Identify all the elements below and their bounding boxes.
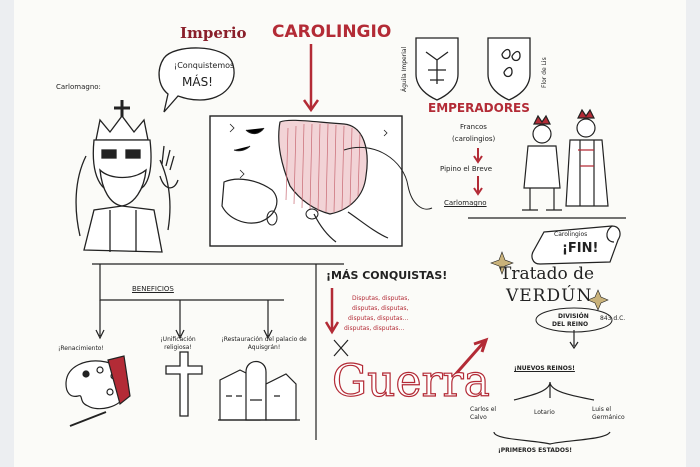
carlomagno-label: Carlomagno: xyxy=(56,83,101,91)
palette-drawing xyxy=(65,355,131,427)
reino-lotario: Lotario xyxy=(534,409,555,416)
emperadores-heading: EMPERADORES xyxy=(428,101,530,115)
speech-bubble xyxy=(158,47,235,113)
coat-label-eagle: Águila Imperial xyxy=(401,46,408,92)
fin-scroll-big: ¡FIN! xyxy=(562,241,599,256)
division-line-1: DIVISIÓN xyxy=(558,313,589,320)
emp-francos: Francos xyxy=(460,123,487,131)
speech-line-2: MÁS! xyxy=(182,75,213,89)
europe-map-drawing xyxy=(209,115,433,247)
tratado-line-1: Tratado de xyxy=(500,264,595,284)
emp-carolingios: (carolingios) xyxy=(452,135,496,143)
emperors-drawing xyxy=(522,108,609,211)
mas-conquistas: ¡MÁS CONQUISTAS! xyxy=(326,269,448,282)
beneficio-renacimiento: ¡Renacimiento! xyxy=(58,345,104,352)
palace-drawing xyxy=(218,360,300,421)
carlomagno-drawing xyxy=(75,100,179,253)
disputas-2: disputas, disputas, xyxy=(352,305,409,312)
beneficios-heading: BENEFICIOS xyxy=(132,285,174,293)
fin-scroll-small: Carolingios xyxy=(554,231,588,238)
disputas-1: Disputas, disputas, xyxy=(352,295,410,302)
speech-line-1: ¡Conquistemos xyxy=(174,61,235,70)
reino-luis: Luis el Germánico xyxy=(592,406,625,422)
coat-fleur-drawing xyxy=(487,37,531,101)
emp-pipino: Pipino el Breve xyxy=(440,165,493,173)
fin-scroll-drawing xyxy=(531,225,621,265)
sketchnote-sheet: Imperio CAROLINGIO Carlomagno: ¡Conquist… xyxy=(14,0,686,467)
reino-carlos: Carlos el Calvo xyxy=(470,406,497,422)
sketch-drawings xyxy=(65,37,626,445)
nuevos-reinos: ¡NUEVOS REINOS! xyxy=(514,365,575,372)
coat-label-fleur: Flor de Lis xyxy=(541,57,548,88)
coat-eagle-drawing xyxy=(415,37,459,101)
beneficio-palacio: ¡Restauración del palacio de Aquisgrán! xyxy=(221,336,307,351)
tratado-line-2: VERDÚN xyxy=(506,286,593,306)
title-imperio: Imperio xyxy=(180,24,247,42)
disputas-4: disputas, disputas... xyxy=(344,325,405,332)
disputas-3: disputas, disputas... xyxy=(348,315,409,322)
beneficio-unificacion: ¡Unificación religiosa! xyxy=(160,336,196,351)
tratado-year: 843 d.C. xyxy=(600,315,626,322)
title-carolingio: CAROLINGIO xyxy=(272,22,392,42)
division-line-2: DEL REINO xyxy=(552,321,589,328)
guerra-word: Guerra xyxy=(331,356,490,407)
cross-drawing xyxy=(165,351,203,417)
beneficios-tree-drawing xyxy=(95,264,284,340)
primeros-estados: ¡PRIMEROS ESTADOS! xyxy=(498,447,573,454)
emp-carlomagno: Carlomagno xyxy=(444,199,487,207)
